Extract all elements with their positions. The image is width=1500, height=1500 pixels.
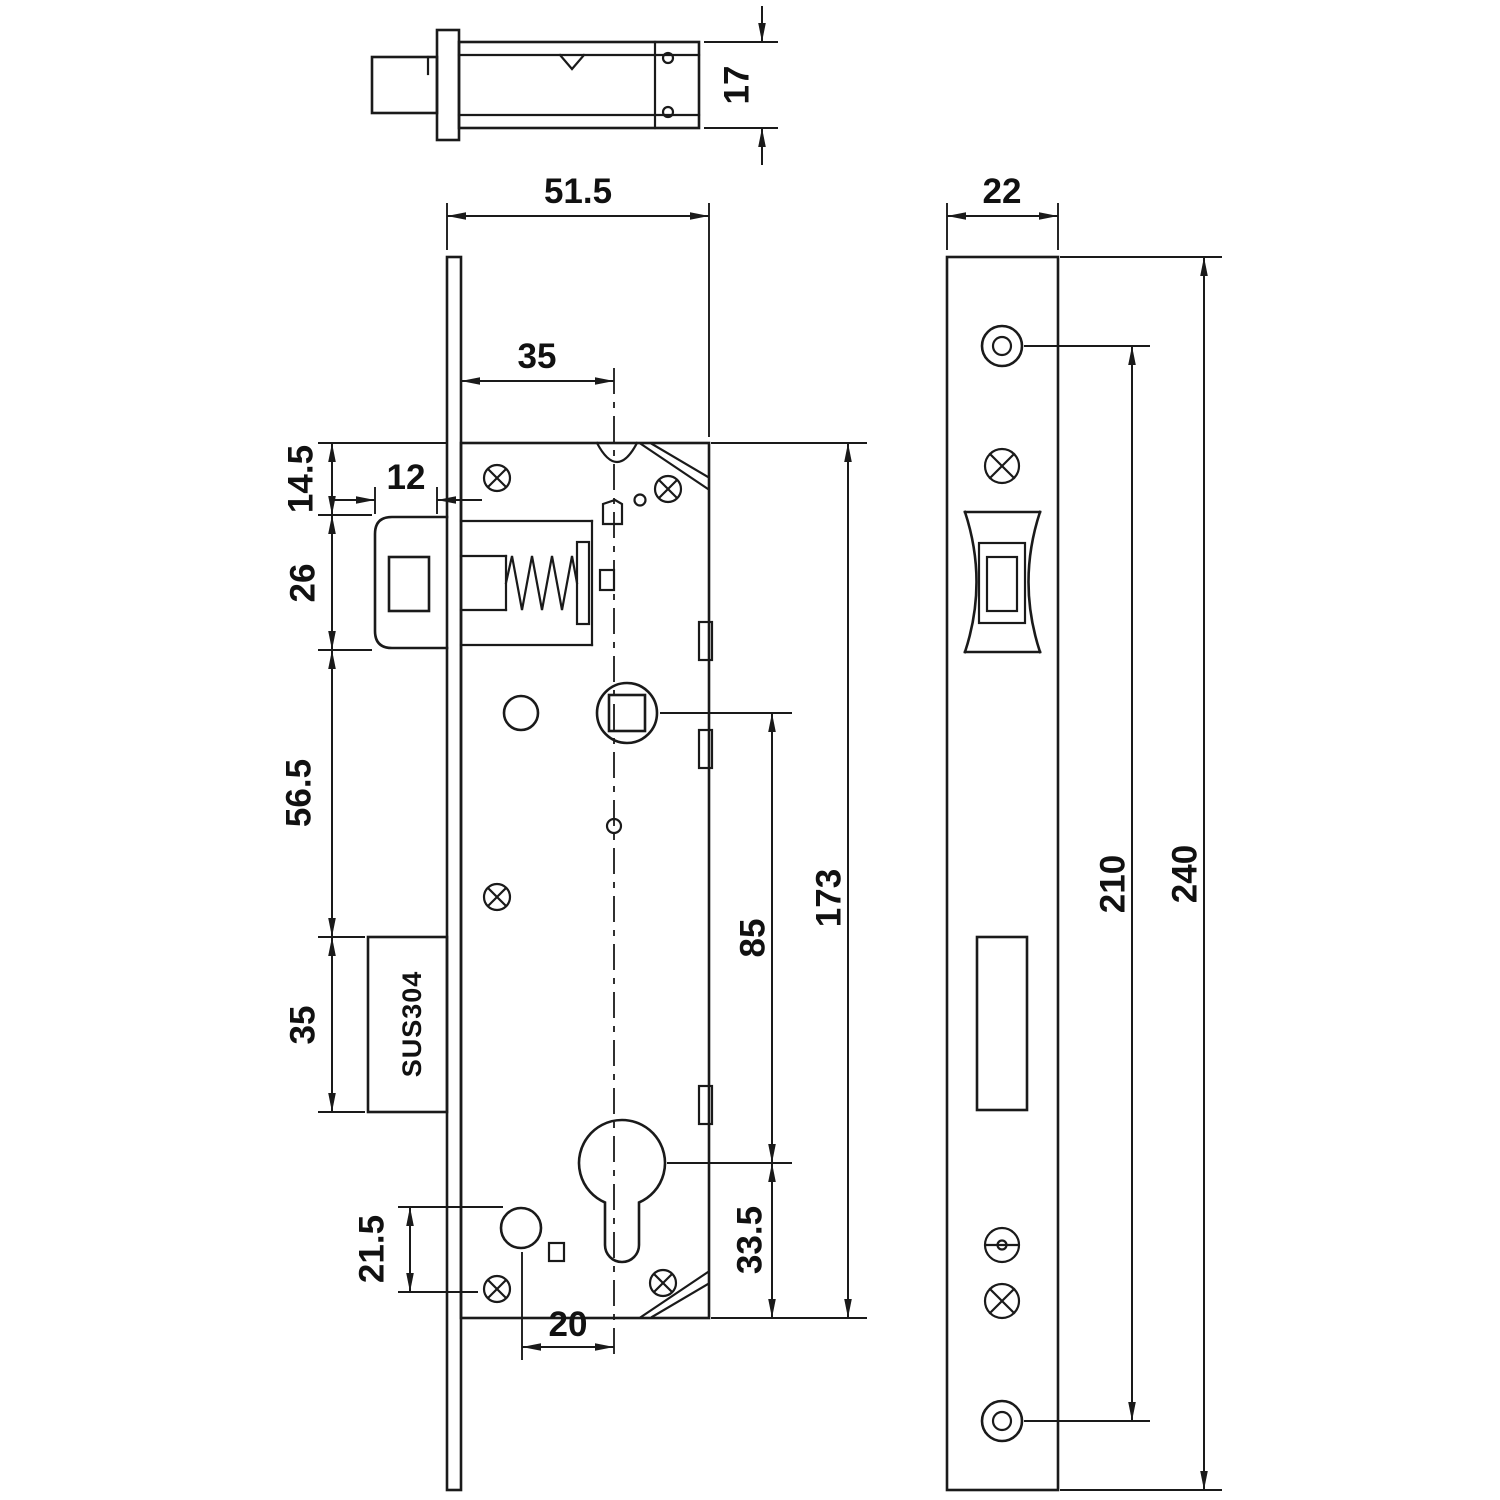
dim-label-box-height: 35 [284, 1006, 323, 1045]
screw-icon [983, 1282, 1021, 1320]
latch-bolt [373, 515, 449, 650]
dim-screw-centers: 210 [1024, 345, 1150, 1422]
dim-circle-offset: 21.5 [353, 1206, 503, 1293]
dim-backset: 35 [460, 337, 614, 437]
spring-stop [575, 540, 591, 626]
dim-label-backset: 35 [518, 337, 557, 376]
fixing-hole-upper [502, 694, 540, 732]
screw-hole-bottom [980, 1399, 1024, 1443]
dim-cylinder-to-bottom: 33.5 [667, 1162, 792, 1318]
dim-latch-width: 12 [332, 458, 482, 514]
pivot-pin [633, 493, 647, 507]
screw-icon [653, 474, 683, 504]
front-view: SUS304 51.5 35 14.5 12 [280, 172, 867, 1492]
dim-label-latch-width: 12 [387, 458, 426, 497]
dim-latch-to-box: 56.5 [280, 650, 365, 938]
slot-screw-icon [983, 1226, 1021, 1264]
dim-label-case-width: 51.5 [544, 172, 612, 211]
latch-square-hole [985, 555, 1019, 613]
dim-label-top-to-latch: 14.5 [282, 445, 321, 513]
spring [504, 555, 579, 611]
dim-box-height: 35 [284, 937, 365, 1113]
spindle-follower [595, 681, 659, 745]
dim-label-cylinder-to-bottom: 33.5 [731, 1206, 770, 1274]
rivet-top-1 [661, 51, 675, 65]
dim-top-to-latch: 14.5 [282, 442, 446, 516]
latch-mechanism [459, 493, 647, 647]
dim-label-hub-to-cylinder: 85 [734, 919, 773, 958]
dim-label-faceplate-height: 240 [1166, 845, 1205, 903]
case-screws [482, 463, 683, 1304]
fixing-hole-lower [499, 1206, 543, 1250]
rivet-top-2 [661, 105, 675, 119]
dim-case-width: 51.5 [446, 172, 710, 437]
dim-label-case-height: 173 [810, 869, 849, 927]
dim-circle-to-center: 20 [521, 1252, 614, 1360]
screw-icon [482, 1274, 512, 1304]
latch-stop [601, 498, 624, 526]
material-box: SUS304 [366, 935, 449, 1114]
dim-label-latch-to-box: 56.5 [280, 759, 319, 827]
dim-label-faceplate-width: 22 [983, 172, 1022, 211]
latch-cutout [963, 510, 1042, 654]
screw-icon [482, 882, 512, 912]
dim-faceplate-width: 22 [946, 172, 1059, 250]
latch-square-hole [387, 555, 431, 613]
side-view-faceplate: 22 210 240 [945, 172, 1222, 1492]
dim-label-circle-to-center: 20 [549, 1305, 588, 1344]
dim-label-circle-offset: 21.5 [353, 1215, 392, 1283]
dim-label-screw-centers: 210 [1094, 855, 1133, 913]
faceplate-edge [445, 255, 463, 1492]
dim-body-thickness: 17 [704, 6, 778, 165]
screw-icon [648, 1268, 678, 1298]
guide-block [598, 568, 616, 592]
top-view: 17 [370, 6, 778, 165]
faceplate-flange-top [435, 28, 461, 142]
faceplate [945, 255, 1060, 1492]
cover-tabs [697, 620, 714, 1126]
dim-label-body-thickness: 17 [718, 66, 757, 105]
dim-case-height: 173 [711, 442, 867, 1319]
small-tab [547, 1241, 566, 1263]
dim-latch-height: 26 [284, 515, 372, 651]
top-notch [595, 441, 639, 463]
dim-hub-to-cylinder: 85 [660, 712, 792, 1163]
material-label: SUS304 [397, 971, 427, 1078]
screw-icon [983, 447, 1021, 485]
euro-cylinder-hole [577, 1118, 667, 1264]
deadbolt-cutout [975, 935, 1029, 1112]
latch-bolt-top [370, 55, 439, 115]
lock-body-top [457, 40, 701, 130]
corner-chamfers [639, 442, 710, 1319]
screw-icon [482, 463, 512, 493]
dim-faceplate-height: 240 [1060, 256, 1222, 1491]
v-notch [558, 53, 586, 71]
dim-label-latch-height: 26 [284, 564, 323, 603]
screw-hole-top [980, 324, 1024, 368]
lock-case [459, 441, 711, 1320]
